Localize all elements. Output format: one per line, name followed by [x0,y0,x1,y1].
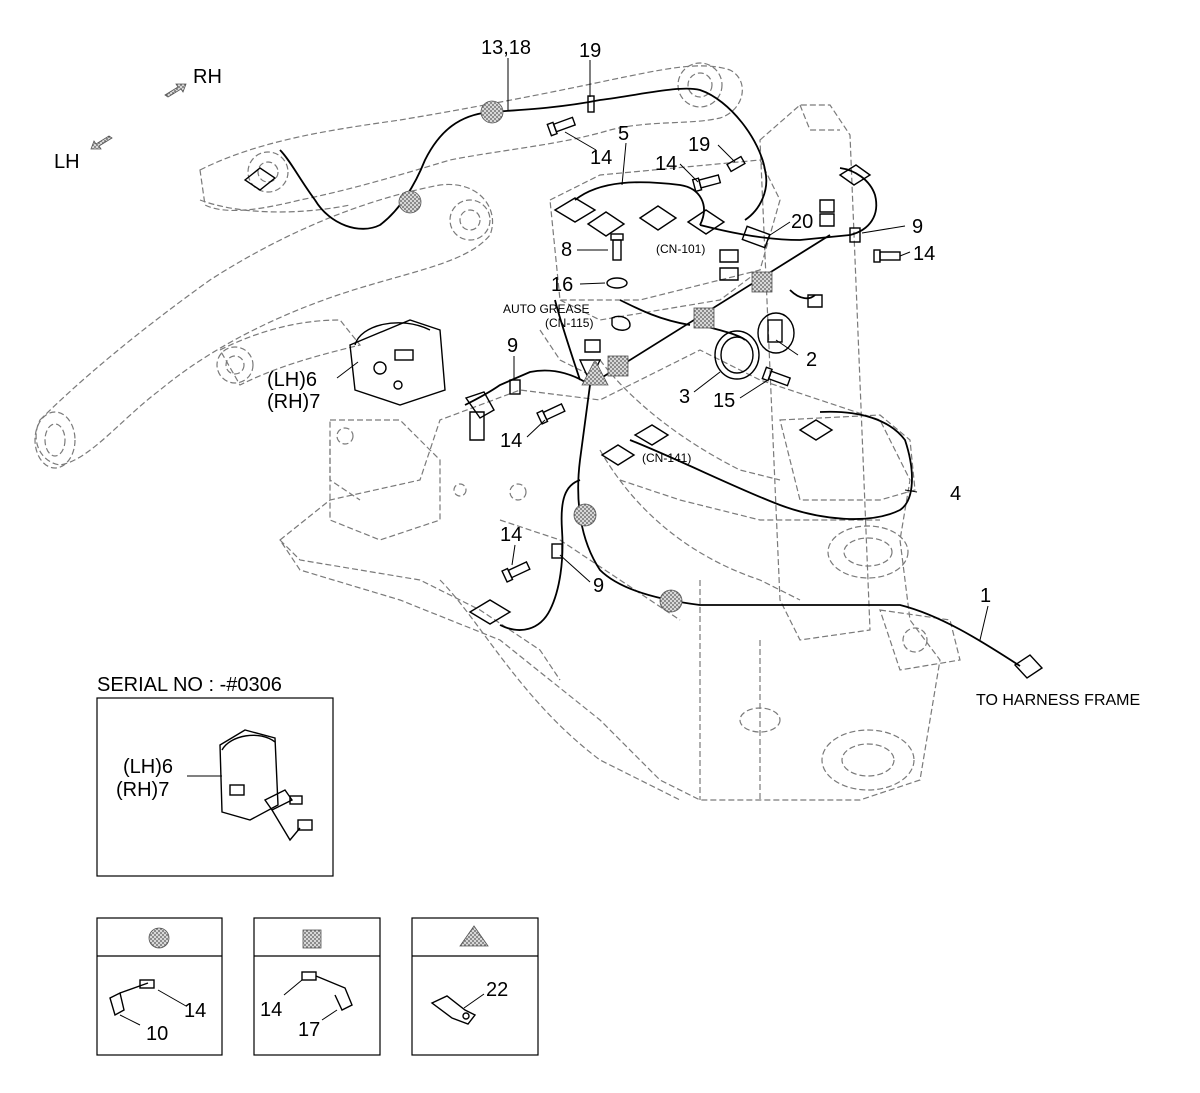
direction-arrows [90,83,187,150]
legend-circle: 14 10 [96,917,223,1056]
circle-marker-icon [148,927,170,949]
frame-outline [34,62,961,801]
components [349,95,1044,679]
label-14-right: 14 [913,243,935,265]
serial-inset: SERIAL NO : -#0306 (LH)6 (RH)7 [96,674,334,877]
legend-triangle-22: 22 [486,979,508,1001]
rh-arrow-icon [164,83,187,98]
label-20: 20 [791,211,813,233]
label-14-mid: 14 [655,153,677,175]
triangle-marker-icon [459,925,489,947]
label-cn141: (CN-141) [642,451,691,465]
rotary-beacons [714,312,795,380]
connector [587,95,595,113]
bolts [501,116,901,583]
label-13-18: 13,18 [481,37,531,59]
label-rh: RH [193,66,222,88]
square-marker-icon [302,929,322,949]
label-3: 3 [679,386,690,408]
label-14-bottom: 14 [500,524,522,546]
label-19-top: 19 [579,40,601,62]
leader-lines [336,58,989,641]
inset-lamp [219,729,313,842]
label-lh: LH [54,151,80,173]
legend-triangle: 22 [411,917,539,1056]
clamp-markers [398,100,773,613]
inset-label-rh7: (RH)7 [116,779,169,801]
connector [726,155,746,173]
lh-arrow-icon [90,135,113,150]
label-14-top: 14 [590,147,612,169]
label-16: 16 [551,274,573,296]
wire-harness [279,87,1021,667]
label-lh6: (LH)6 [267,369,317,391]
legend-circle-10: 10 [146,1023,168,1045]
work-lamp [349,319,446,406]
harness-clips [243,164,872,625]
clamp [509,379,521,395]
label-14-left: 14 [500,430,522,452]
legend-circle-14: 14 [184,1000,206,1022]
legend-square-14: 14 [260,999,282,1021]
label-15: 15 [713,390,735,412]
label-8: 8 [561,239,572,261]
label-19-mid: 19 [688,134,710,156]
label-9-right: 9 [912,216,923,238]
label-9-left: 9 [507,335,518,357]
label-to-harness-frame: TO HARNESS FRAME [976,692,1140,709]
label-1: 1 [980,585,991,607]
legend-square-17: 17 [298,1019,320,1041]
legend-square: 14 17 [253,917,381,1056]
label-4: 4 [950,483,961,505]
label-auto-grease: AUTO GREASE [503,302,589,316]
label-cn101: (CN-101) [656,242,705,256]
inset-title: SERIAL NO : -#0306 [97,674,282,696]
relay [741,225,771,249]
label-9-bottom: 9 [593,575,604,597]
inset-label-lh6: (LH)6 [123,756,173,778]
washer [606,277,628,289]
label-cn115: (CN-115) [545,316,593,330]
label-rh7: (RH)7 [267,391,320,413]
callout-labels: RH LH 13,18 19 14 5 14 19 20 9 14 8 (CN-… [54,37,1140,709]
label-5: 5 [618,123,629,145]
label-2: 2 [806,349,817,371]
inset-frame [96,697,334,877]
harness-end-connector [1013,654,1044,679]
